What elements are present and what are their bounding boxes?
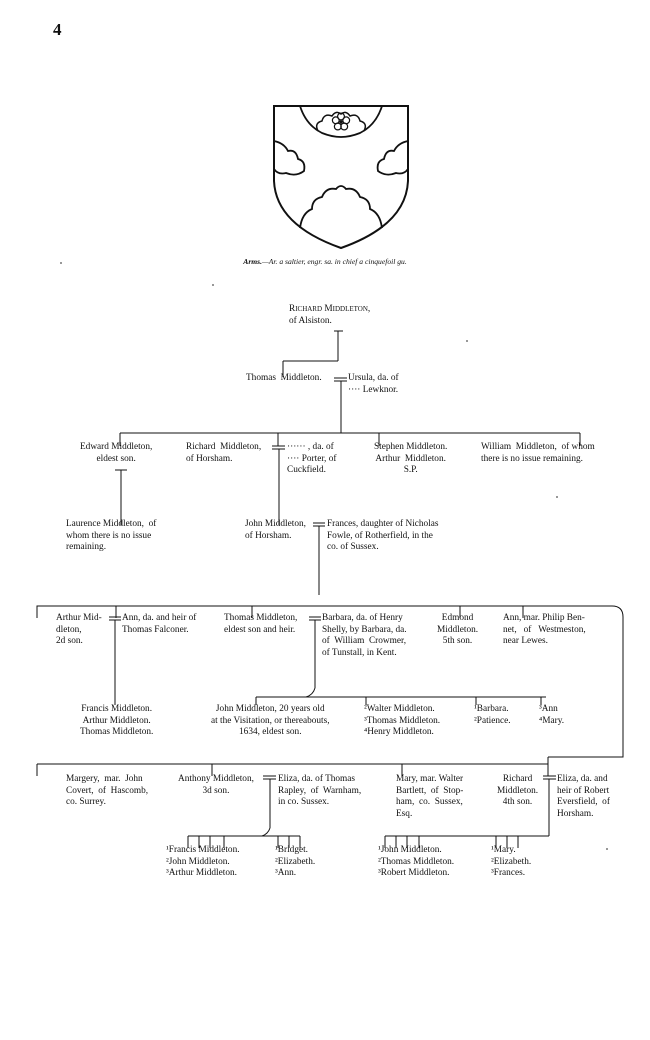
print-speck <box>212 284 214 286</box>
thomas-middleton-heir: Thomas Middleton, eldest son and heir. <box>224 613 298 635</box>
john-middleton-horsham: John Middleton, of Horsham. <box>245 519 306 541</box>
thomas-middleton: Thomas Middleton. <box>246 373 322 383</box>
coat-of-arms-shield <box>273 105 409 250</box>
richard-middleton-4th-son: Richard Middleton. 4th son. <box>497 774 539 808</box>
richard-daughters: ¹Mary. ²Elizabeth. ³Frances. <box>491 845 532 879</box>
ann-mary: ³Ann ⁴Mary. <box>539 704 565 726</box>
arms-caption-text: —Ar. a saltier, engr. sa. in chief a cin… <box>262 257 407 266</box>
walter-thomas-henry-middleton: ²Walter Middleton. ³Thomas Middleton. ⁴H… <box>364 704 441 738</box>
barbara-patience: ¹Barbara. ²Patience. <box>474 704 511 726</box>
page-number: 4 <box>53 20 62 39</box>
richard-middleton-alsiston-place: of Alsiston. <box>289 316 332 326</box>
print-speck <box>466 340 468 342</box>
eliza-rapley: Eliza, da. of Thomas Rapley, of Warnham,… <box>278 774 362 808</box>
ann-falconer: Ann, da. and heir of Thomas Falconer. <box>122 613 197 635</box>
arms-caption: Arms.—Ar. a saltier, engr. sa. in chief … <box>0 257 650 266</box>
anthony-daughters: ¹Bridget. ²Elizabeth. ³Ann. <box>275 845 316 879</box>
edmond-middleton: Edmond Middleton. 5th son. <box>437 613 479 647</box>
edward-middleton: Edward Middleton, eldest son. <box>80 442 153 464</box>
porter-of-cuckfield: ······ , da. of ···· Porter, of Cuckfiel… <box>287 442 337 476</box>
richard-middleton-alsiston-name: Richard Middleton, <box>289 304 371 314</box>
francis-arthur-thomas-middleton: Francis Middleton. Arthur Middleton. Tho… <box>80 704 154 738</box>
laurence-middleton: Laurence Middleton, of whom there is no … <box>66 519 157 553</box>
ursula-lewknor: Ursula, da. of ···· Lewknor. <box>348 373 399 395</box>
richard-middleton-horsham: Richard Middleton, of Horsham. <box>186 442 262 464</box>
eliza-eversfield: Eliza, da. and heir of Robert Eversfield… <box>557 774 610 819</box>
richard-sons: ¹John Middleton. ²Thomas Middleton. ³Rob… <box>378 845 455 879</box>
barbara-shelly: Barbara, da. of Henry Shelly, by Barbara… <box>322 613 407 658</box>
margery-covert: Margery, mar. John Covert, of Hascomb, c… <box>66 774 149 808</box>
cinquefoil-icon <box>331 112 351 131</box>
anthony-sons: ¹Francis Middleton. ²John Middleton. ³Ar… <box>166 845 240 879</box>
print-speck <box>606 848 608 850</box>
mary-bartlett: Mary, mar. Walter Bartlett, of Stop- ham… <box>396 774 464 819</box>
frances-fowle: Frances, daughter of Nicholas Fowle, of … <box>327 519 439 553</box>
stephen-arthur-middleton: Stephen Middleton. Arthur Middleton. S.P… <box>374 442 448 476</box>
print-speck <box>556 496 558 498</box>
john-middleton-1634: John Middleton, 20 years old at the Visi… <box>211 704 330 738</box>
anthony-middleton: Anthony Middleton, 3d son. <box>178 774 254 796</box>
ann-bennet: Ann, mar. Philip Ben- net, of Westmeston… <box>503 613 586 647</box>
arms-caption-label: Arms. <box>243 257 263 266</box>
william-middleton: William Middleton, of whom there is no i… <box>481 442 595 464</box>
arthur-middleton-2d-son: Arthur Mid- dleton, 2d son. <box>56 613 102 647</box>
print-speck <box>60 262 62 264</box>
